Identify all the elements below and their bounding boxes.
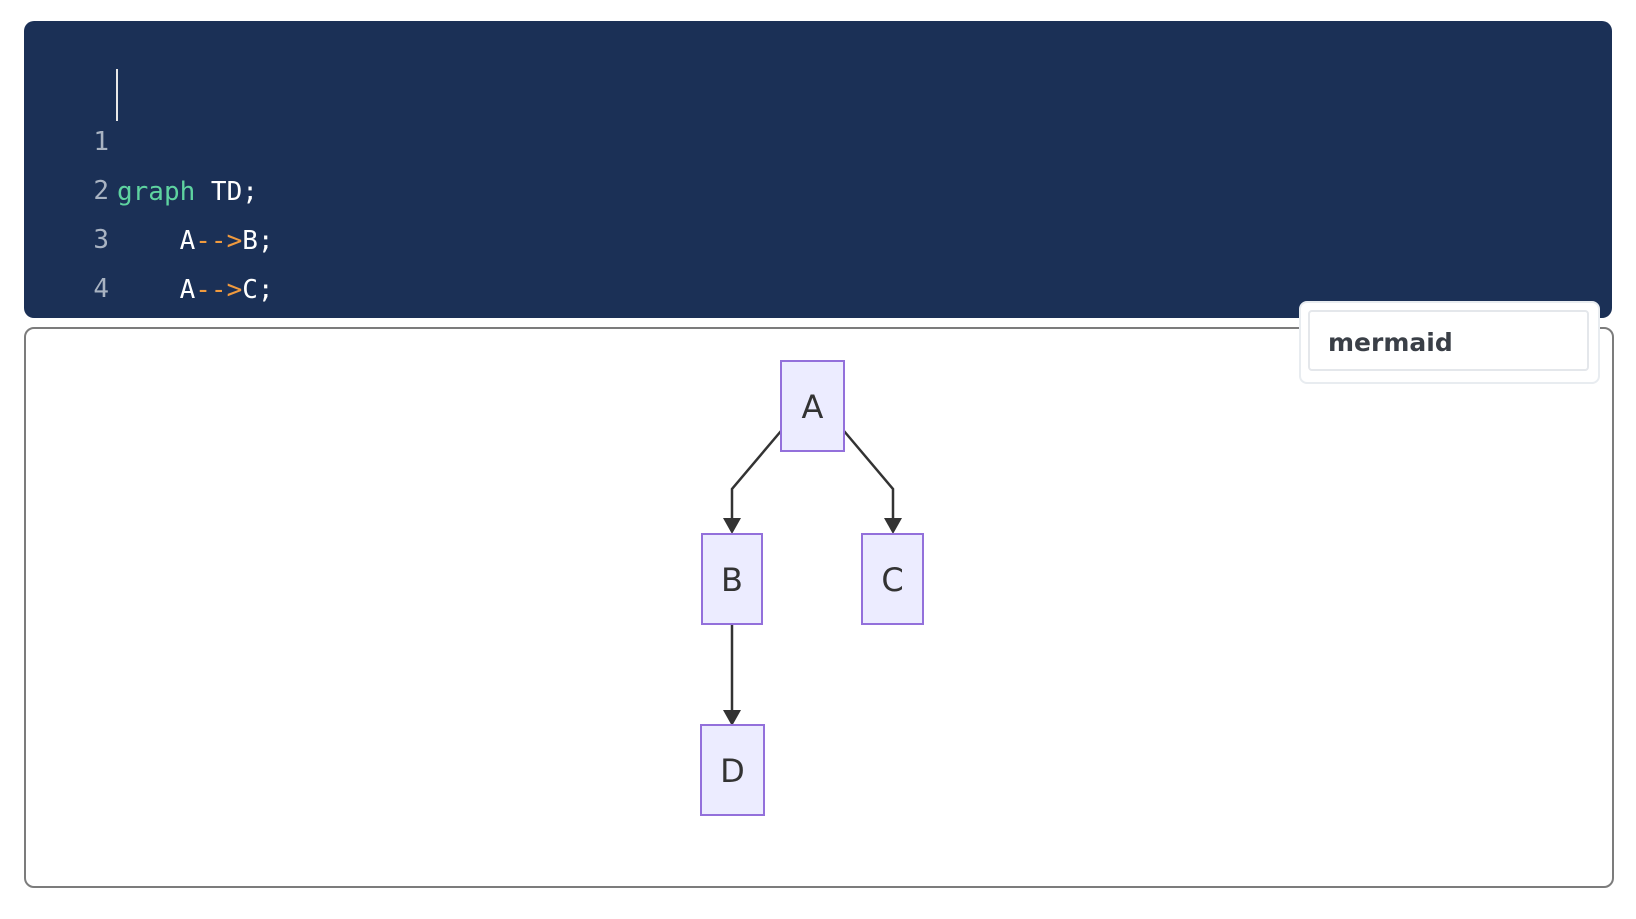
arrowhead-d (723, 710, 741, 726)
node-d[interactable]: D (700, 724, 765, 816)
node-d-label: D (720, 752, 745, 790)
code-line-4[interactable]: 4 B-->D; (24, 214, 1612, 354)
code-editor[interactable]: 1 graph TD; 2 A-->B; 3 A-->C; 4 B-->D; (24, 21, 1612, 354)
node-b[interactable]: B (701, 533, 763, 625)
line-number: 1 (93, 127, 109, 157)
line-number: 3 (93, 225, 109, 255)
edge-a-c (843, 430, 895, 519)
node-a[interactable]: A (780, 360, 845, 452)
language-dropdown: mermaid (1299, 301, 1600, 384)
node-c-label: C (881, 561, 903, 599)
arrowhead-c (884, 518, 902, 534)
node-c[interactable]: C (861, 533, 924, 625)
edge-a-b (730, 430, 782, 519)
node-b-label: B (721, 561, 743, 599)
keyword-token: graph (117, 177, 196, 207)
node-token: A (179, 275, 196, 305)
line-number: 4 (93, 274, 109, 304)
code-line-3[interactable]: 3 A-->C; (24, 165, 1612, 305)
code-text: A-->B; (117, 216, 274, 266)
code-line-2[interactable]: 2 A-->B; (24, 116, 1612, 256)
node-a-label: A (802, 388, 824, 426)
arrowhead-b (723, 518, 741, 534)
diagram-preview: A B C D (24, 327, 1614, 888)
flowchart: A B C D (700, 360, 924, 816)
arrow-token: --> (195, 275, 243, 305)
line-number: 2 (93, 176, 109, 206)
node-token: C; (242, 275, 274, 305)
indent-token (117, 275, 180, 305)
arrow-token: --> (195, 226, 243, 256)
code-token: TD; (195, 177, 258, 207)
language-option-mermaid[interactable]: mermaid (1308, 310, 1589, 371)
text-cursor (116, 69, 118, 121)
node-token: B; (242, 226, 274, 256)
code-text: graph TD; (117, 167, 258, 217)
node-token: A (179, 226, 196, 256)
code-line-1[interactable]: 1 graph TD; (24, 67, 1612, 207)
code-text: A-->C; (117, 265, 274, 315)
